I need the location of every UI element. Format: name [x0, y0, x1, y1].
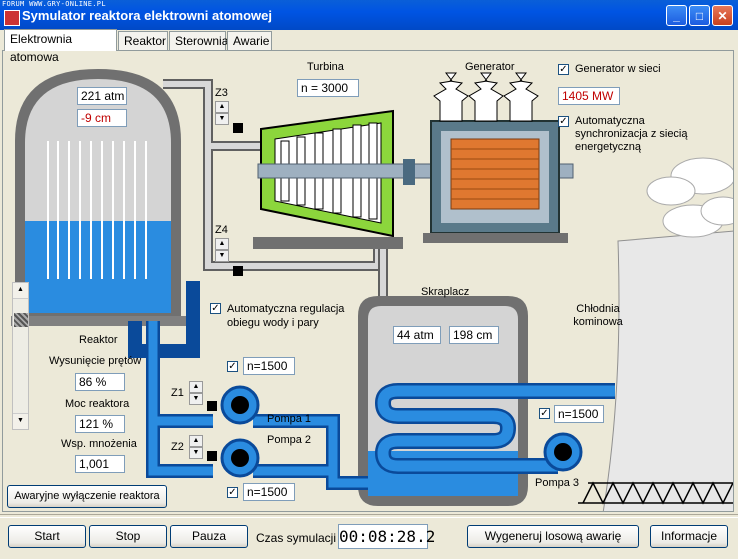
generator-power: 1405 MW	[558, 87, 620, 105]
plant-diagram	[11, 69, 733, 511]
generator-sync-label: Automatyczna synchronizacja z siecią ene…	[575, 115, 688, 153]
info-button[interactable]: Informacje	[650, 525, 728, 548]
turbine	[253, 109, 403, 249]
tab-reaktor[interactable]: Reaktor	[118, 31, 168, 50]
window-title: Symulator reaktora elektrowni atomowej	[22, 8, 272, 23]
plant-panel: 221 atm -9 cm Z3 ▲▼ Z4 ▲▼ Z1 ▲▼ Z2 ▲▼ Tu…	[2, 50, 734, 512]
reactor-vessel	[11, 69, 193, 326]
pump-3-label: Pompa 3	[535, 477, 580, 489]
valve-z3-label: Z3	[215, 87, 228, 99]
multiplication-value: 1,001	[75, 455, 125, 473]
power-value: 121 %	[75, 415, 125, 433]
auto-regulation-label: Automatyczna regulacja obiegu wody i par…	[227, 303, 345, 329]
pump-3-checkbox[interactable]: ✓	[539, 408, 550, 419]
rod-position-scrollbar[interactable]: ▲ ▼	[12, 282, 29, 430]
multiplication-label: Wsp. mnożenia	[61, 438, 137, 450]
valve-z2-spinner[interactable]: ▲▼	[189, 435, 203, 459]
turbine-label: Turbina	[307, 61, 344, 73]
pump-1-checkbox[interactable]: ✓	[227, 361, 238, 372]
reactor-water-level: -9 cm	[77, 109, 127, 127]
rod-value: 86 %	[75, 373, 125, 391]
valve-z2-label: Z2	[171, 441, 184, 453]
condenser-level: 198 cm	[449, 326, 499, 344]
auto-regulation-checkbox[interactable]: ✓	[210, 303, 221, 314]
turbine-speed: n = 3000	[297, 79, 359, 97]
pump-1-icon	[220, 385, 260, 425]
pump-2-icon	[220, 438, 260, 478]
generator-label: Generator	[465, 61, 515, 73]
pump-1-speed: n=1500	[243, 357, 295, 375]
stop-button[interactable]: Stop	[89, 525, 167, 548]
rod-label: Wysunięcie prętów	[49, 355, 142, 367]
valve-z1-label: Z1	[171, 387, 184, 399]
generator-grid-label: Generator w sieci	[575, 63, 661, 75]
tab-elektrownia[interactable]: Elektrownia atomowa	[4, 29, 117, 64]
app-icon	[4, 10, 20, 26]
valve-z1-spinner[interactable]: ▲▼	[189, 381, 203, 405]
sim-time-label: Czas symulacji	[256, 531, 337, 545]
pump-3-speed: n=1500	[554, 405, 604, 423]
valve-z4-spinner[interactable]: ▲▼	[215, 238, 229, 262]
minimize-button[interactable]: _	[666, 5, 687, 26]
pump-2-checkbox[interactable]: ✓	[227, 487, 238, 498]
scroll-thumb[interactable]	[14, 313, 28, 327]
condenser-pressure: 44 atm	[393, 326, 441, 344]
generator-grid-checkbox[interactable]: ✓	[558, 64, 569, 75]
maximize-button[interactable]: □	[689, 5, 710, 26]
steam-cloud-icon	[646, 157, 733, 238]
scroll-down-icon[interactable]: ▼	[13, 413, 28, 429]
valve-icons	[207, 123, 243, 461]
pump-1-label: Pompa 1	[267, 413, 312, 425]
valve-z3-spinner[interactable]: ▲▼	[215, 101, 229, 125]
cooling-tower-label: Chłodnia kominowa	[573, 303, 623, 328]
condenser-label: Skraplacz	[421, 286, 470, 298]
tab-sterownia[interactable]: Sterownia	[169, 31, 228, 50]
reactor-pressure: 221 atm	[77, 87, 127, 105]
generator	[423, 72, 568, 243]
generator-sync-checkbox[interactable]: ✓	[558, 116, 569, 127]
start-button[interactable]: Start	[8, 525, 86, 548]
watermark: FORUM WWW.GRY-ONLINE.PL	[2, 0, 106, 8]
cooling-tower	[578, 230, 733, 511]
sim-time-value: 00:08:28.2	[338, 524, 435, 549]
pump-3-icon	[543, 432, 583, 472]
random-fault-button[interactable]: Wygeneruj losową awarię	[467, 525, 639, 548]
title-bar: FORUM WWW.GRY-ONLINE.PL Symulator reakto…	[0, 0, 738, 30]
scroll-up-icon[interactable]: ▲	[13, 283, 28, 299]
close-button[interactable]: ✕	[712, 5, 733, 26]
scram-button[interactable]: Awaryjne wyłączenie reaktora	[7, 485, 167, 508]
pump-2-label: Pompa 2	[267, 434, 312, 446]
separator	[0, 514, 738, 518]
valve-z4-label: Z4	[215, 224, 228, 236]
pump-2-speed: n=1500	[243, 483, 295, 501]
power-label: Moc reaktora	[65, 398, 130, 410]
reactor-panel-title: Reaktor	[79, 334, 118, 346]
pause-button[interactable]: Pauza	[170, 525, 248, 548]
tab-awarie[interactable]: Awarie	[227, 31, 272, 50]
